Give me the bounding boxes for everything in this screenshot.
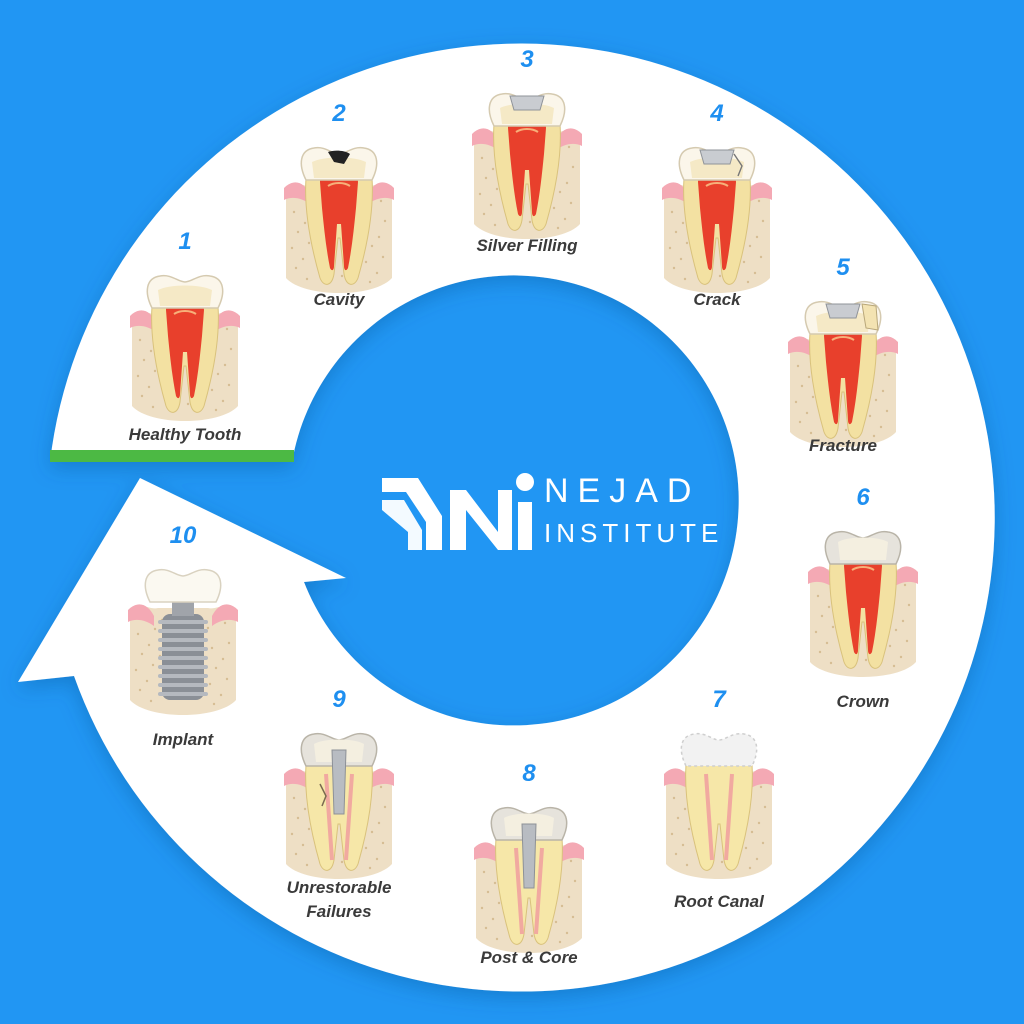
stage-number: 9 [332, 686, 346, 713]
stage-5: 5 Fracture [768, 254, 918, 464]
stage-label: Crown [836, 692, 890, 711]
tooth-implant-icon [128, 568, 238, 715]
tooth-crown-icon [808, 530, 918, 677]
stage-label: Healthy Tooth [128, 425, 242, 444]
stage-number: 7 [712, 686, 726, 713]
stage-label: Crack [693, 290, 741, 309]
tooth-fracture-icon [788, 300, 898, 447]
tooth-failure-icon [284, 732, 394, 879]
stage-label: Post & Core [480, 948, 578, 967]
stage-number: 4 [710, 100, 724, 127]
stage-number: 5 [836, 254, 850, 281]
stage-number: 3 [520, 46, 534, 73]
stage-label: Root Canal [674, 892, 764, 911]
brand-name: NEJAD [544, 472, 701, 510]
stage-label: Cavity [313, 290, 365, 309]
stage-2: 2 Cavity [264, 100, 414, 310]
stage-8: 8 Post & Core [454, 760, 604, 970]
nejad-institute-logo: NEJAD INSTITUTE [378, 470, 718, 560]
stage-1: 1 Healthy Tooth [110, 228, 260, 444]
stage-number: 10 [169, 522, 197, 549]
mn-monogram-icon [382, 473, 534, 550]
stage-6: 6 Crown [788, 484, 938, 711]
stage-number: 8 [522, 760, 536, 787]
stage-7: 7 Root Canal [644, 686, 794, 911]
brand-subtitle: INSTITUTE [544, 518, 724, 548]
stage-10: 10 Implant [108, 522, 258, 749]
stage-number: 1 [178, 228, 192, 255]
accent-line [50, 450, 294, 462]
tooth-cavity-icon [284, 146, 394, 293]
stage-label: Silver Filling [476, 236, 578, 255]
stage-label: Implant [152, 730, 214, 749]
stage-label: Unrestorable Failures [286, 878, 392, 921]
tooth-filling-icon [472, 92, 582, 239]
tooth-healthy-icon [130, 274, 240, 421]
stage-3: 3 Silver Filling [452, 46, 602, 256]
stage-4: 4 Crack [642, 100, 792, 310]
stage-number: 2 [332, 100, 346, 127]
tooth-rootcanal-icon [664, 732, 774, 879]
stage-label: Fracture [808, 436, 878, 455]
stage-9: 9 Unrestorable Failures [264, 686, 414, 921]
stage-number: 6 [856, 484, 870, 511]
tooth-post-core-icon [474, 806, 584, 953]
tooth-crack-icon [662, 146, 772, 293]
